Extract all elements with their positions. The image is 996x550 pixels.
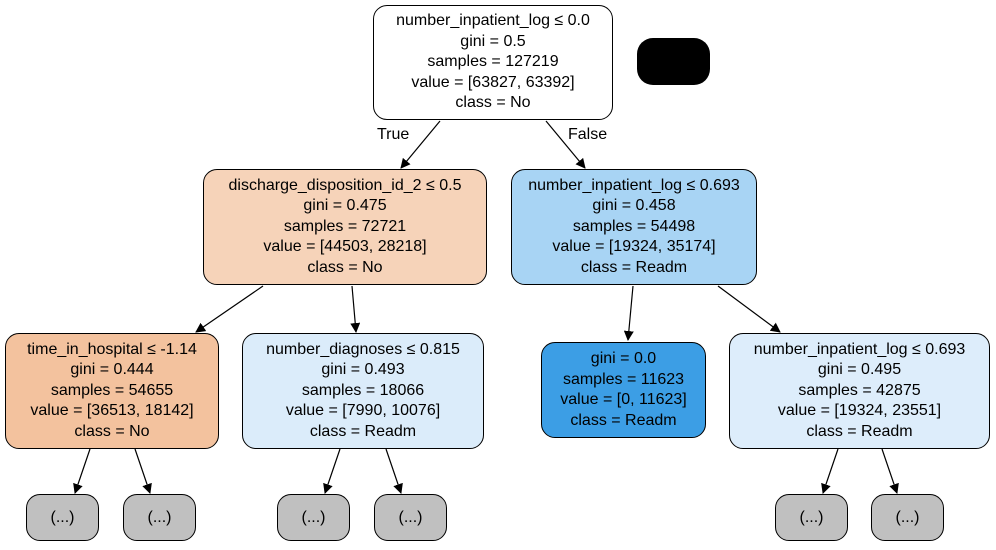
node-value: value = [7990, 10076] [285,402,441,420]
redaction-block [637,38,710,85]
node-samples: samples = 11623 [562,370,685,388]
edge-left-leftright [350,285,361,333]
node-class: class = No [74,422,150,440]
node-gini: gini = 0.458 [592,197,676,215]
node-samples: samples = 54655 [50,381,174,399]
node-condition: number_inpatient_log ≤ 0.0 [396,12,590,30]
node-value: value = [36513, 18142] [30,402,194,420]
node-condition: number_diagnoses ≤ 0.815 [266,340,460,358]
edge-root-right [545,120,586,169]
truncated-node: (...) [123,494,196,541]
node-class: class = No [307,258,383,276]
edge-lr-leaf2 [385,448,403,494]
tree-node-right-left: gini = 0.0 samples = 11623 value = [0, 1… [541,342,706,438]
node-class: class = Readm [309,422,417,440]
edge-ll-leaf1 [73,448,91,494]
node-samples: samples = 127219 [427,53,559,71]
edge-label-false: False [568,126,608,143]
tree-node-right: number_inpatient_log ≤ 0.693 gini = 0.45… [511,169,757,285]
node-samples: samples = 18066 [301,381,425,399]
node-condition: time_in_hospital ≤ -1.14 [27,340,197,358]
node-samples: samples = 42875 [798,381,921,399]
edge-left-leftleft [195,285,264,333]
node-value: value = [63827, 63392] [411,73,575,91]
tree-node-root: number_inpatient_log ≤ 0.0 gini = 0.5 sa… [373,5,613,120]
edge-rr-leaf1 [821,448,839,494]
node-condition: number_inpatient_log ≤ 0.693 [753,340,966,358]
node-gini: gini = 0.5 [460,32,526,50]
node-gini: gini = 0.475 [303,197,387,215]
truncated-node: (...) [26,494,99,541]
node-value: value = [0, 11623] [560,391,687,408]
node-gini: gini = 0.495 [817,361,902,379]
node-gini: gini = 0.493 [321,361,405,379]
truncated-node: (...) [277,494,350,541]
edge-right-rightright [717,285,781,333]
edge-rr-leaf2 [881,448,899,494]
node-class: class = Readm [570,411,677,429]
tree-node-left-left: time_in_hospital ≤ -1.14 gini = 0.444 sa… [5,333,219,449]
edge-right-rightleft [623,285,634,341]
node-value: value = [19324, 23551] [777,402,942,420]
edge-ll-leaf2 [134,448,152,494]
edge-root-left [400,120,441,169]
tree-node-left-right: number_diagnoses ≤ 0.815 gini = 0.493 sa… [242,333,484,449]
truncated-node: (...) [374,494,447,541]
node-class: class = Readm [806,422,913,440]
node-samples: samples = 72721 [283,217,407,235]
truncated-node: (...) [871,494,944,541]
tree-node-left: discharge_disposition_id_2 ≤ 0.5 gini = … [203,169,487,285]
node-gini: gini = 0.444 [70,361,154,379]
node-gini: gini = 0.0 [590,350,657,367]
node-condition: number_inpatient_log ≤ 0.693 [528,176,740,194]
edge-lr-leaf1 [323,448,341,494]
node-samples: samples = 54498 [572,217,696,235]
node-class: class = Readm [580,258,688,276]
node-condition: discharge_disposition_id_2 ≤ 0.5 [228,176,462,194]
edge-label-true: True [377,126,410,143]
node-class: class = No [455,94,531,112]
truncated-node: (...) [775,494,848,541]
tree-node-right-right: number_inpatient_log ≤ 0.693 gini = 0.49… [729,333,990,449]
node-value: value = [44503, 28218] [263,238,427,256]
node-value: value = [19324, 35174] [552,238,716,256]
